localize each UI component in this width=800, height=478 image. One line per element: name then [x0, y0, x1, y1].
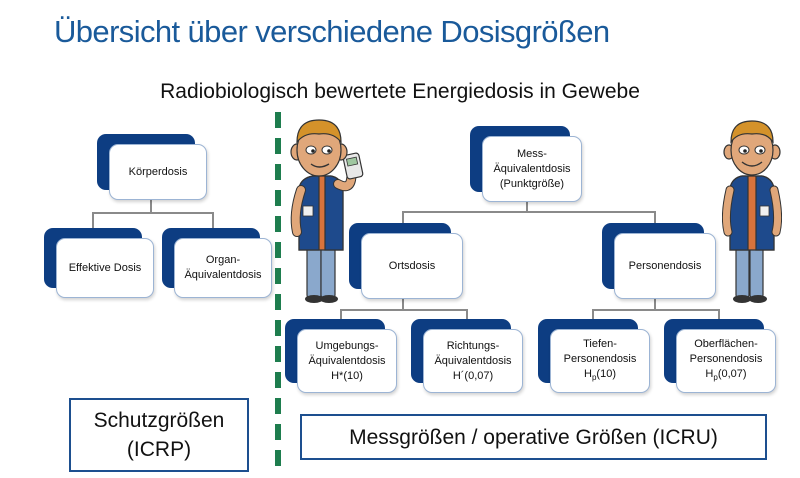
connector: [654, 298, 656, 310]
connector: [92, 212, 94, 230]
node-line: Hp(10): [584, 367, 616, 385]
node-label: Körperdosis: [109, 144, 207, 200]
connector: [592, 309, 594, 323]
node-effektive-dosis: Effektive Dosis: [44, 228, 154, 298]
node-personendosis: Personendosis: [602, 223, 716, 299]
node-line: H´(0,07): [452, 369, 494, 382]
footer-messgroessen: Messgrößen / operative Größen (ICRU): [300, 414, 767, 460]
cartoon-person-standing-icon: [722, 120, 782, 303]
connector: [402, 298, 404, 310]
dose-subscript: p: [591, 373, 597, 383]
connector: [150, 198, 152, 212]
connector: [340, 309, 467, 311]
node-label: Umgebungs- Äquivalentdosis H*(10): [297, 329, 397, 393]
node-label: Oberflächen- Personendosis Hp(0,07): [676, 329, 776, 393]
node-richtungs-aequivalentdosis: Richtungs- Äquivalentdosis H´(0,07): [411, 319, 523, 393]
node-koerperdosis: Körperdosis: [97, 134, 207, 200]
node-ortsdosis: Ortsdosis: [349, 223, 463, 299]
dose-symbol: H: [584, 367, 592, 380]
footer-schutzgroessen: Schutzgrößen (ICRP): [69, 398, 249, 472]
connector: [592, 309, 719, 311]
node-line: Tiefen-: [583, 337, 617, 350]
connector: [654, 211, 656, 231]
node-label: Personendosis: [614, 233, 716, 299]
dose-argument: (10): [596, 367, 616, 380]
connector: [92, 212, 213, 214]
diagram-subtitle: Radiobiologisch bewertete Energiedosis i…: [160, 80, 640, 103]
node-line: Richtungs-: [446, 339, 500, 352]
dashed-divider: [275, 112, 281, 472]
node-label: Effektive Dosis: [56, 238, 154, 298]
node-line: Umgebungs-: [315, 339, 379, 352]
node-organ-aequivalentdosis: Organ- Äquivalentdosis: [162, 228, 272, 298]
node-label: Tiefen- Personendosis Hp(10): [550, 329, 650, 393]
connector: [718, 309, 720, 323]
connector: [340, 309, 342, 323]
node-line: Oberflächen-: [694, 337, 758, 350]
node-line: Äquivalentdosis: [308, 354, 386, 367]
connector: [212, 212, 214, 230]
node-label: Organ- Äquivalentdosis: [174, 238, 272, 298]
node-label: Richtungs- Äquivalentdosis H´(0,07): [423, 329, 523, 393]
node-line: Hp(0,07): [705, 367, 746, 385]
dose-subscript: p: [713, 373, 718, 383]
cartoon-person-with-dosimeter-icon: [290, 119, 364, 303]
node-label: Mess- Äquivalentdosis (Punktgröße): [482, 136, 582, 202]
page-title: Übersicht über verschiedene Dosisgrößen: [54, 14, 610, 49]
node-line: Personendosis: [689, 352, 763, 365]
node-tiefen-personendosis: Tiefen- Personendosis Hp(10): [538, 319, 650, 393]
node-line: Personendosis: [563, 352, 637, 365]
node-line: H*(10): [331, 369, 363, 382]
node-umgebungs-aequivalentdosis: Umgebungs- Äquivalentdosis H*(10): [285, 319, 397, 393]
node-label: Ortsdosis: [361, 233, 463, 299]
node-mess-aequivalentdosis: Mess- Äquivalentdosis (Punktgröße): [470, 126, 582, 202]
dose-symbol: H: [705, 367, 714, 380]
node-oberflaechen-personendosis: Oberflächen- Personendosis Hp(0,07): [664, 319, 776, 393]
connector: [402, 211, 655, 213]
dose-argument: (0,07): [717, 367, 747, 380]
connector: [402, 211, 404, 231]
node-line: Äquivalentdosis: [434, 354, 512, 367]
connector: [466, 309, 468, 323]
connector: [526, 200, 528, 212]
